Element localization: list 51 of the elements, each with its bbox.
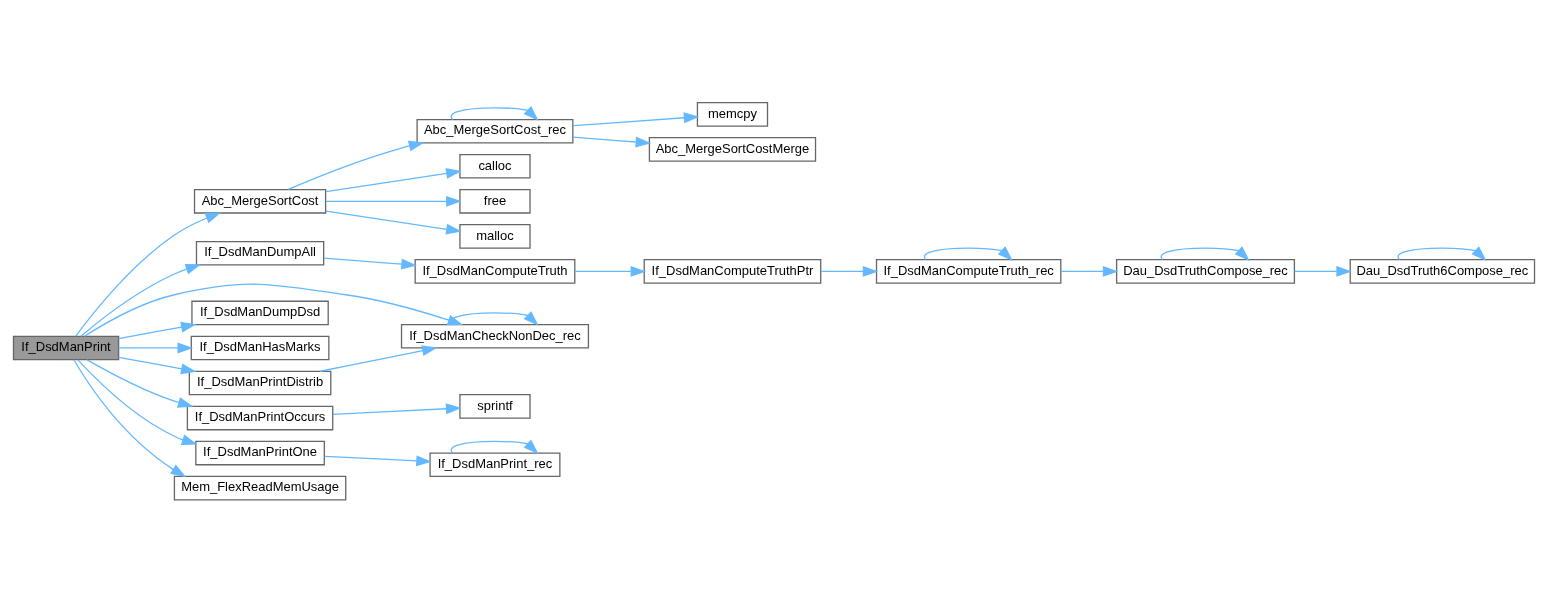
node-box: Dau_DsdTruth6Compose_rec: [1349, 258, 1536, 284]
arrow: [324, 454, 432, 466]
node-box: memcpy: [696, 101, 769, 127]
node-box: sprintf: [459, 393, 531, 419]
arrow: [319, 344, 438, 372]
node-box: malloc: [459, 223, 531, 249]
node-box: If_DsdManPrintOne: [195, 440, 325, 465]
arrow: [574, 265, 647, 277]
arrow: [325, 195, 462, 207]
arrow: [1060, 265, 1119, 277]
arrow: [450, 105, 539, 121]
node-box: If_DsdManDumpAll: [195, 240, 325, 266]
node-box: Dau_DsdTruthCompose_rec: [1115, 258, 1296, 284]
node-box: If_DsdManComputeTruthPtr: [643, 258, 822, 284]
arrow: [80, 263, 202, 337]
arrow: [1160, 245, 1250, 261]
arrow: [287, 140, 425, 190]
arrow: [73, 358, 187, 477]
node-box: If_DsdManCheckNonDec_rec: [400, 323, 590, 349]
node-box: If_DsdManPrintDistrib: [188, 370, 332, 395]
arrow: [325, 209, 462, 235]
node-box: Abc_MergeSortCost: [193, 188, 327, 214]
arrow: [325, 167, 462, 192]
arrow: [572, 111, 700, 126]
node-box: If_DsdManComputeTruth: [414, 258, 576, 284]
node-box: If_DsdManComputeTruth_rec: [875, 258, 1062, 284]
arrow: [572, 136, 652, 147]
arrow: [450, 439, 539, 454]
arrow: [77, 358, 198, 445]
node-box: If_DsdManHasMarks: [190, 335, 330, 360]
node-box: If_DsdManPrint: [12, 335, 120, 360]
node-box: Abc_MergeSortCostMerge: [648, 136, 817, 162]
arrow: [118, 321, 197, 339]
node-box: Abc_MergeSortCost_rec: [416, 118, 574, 144]
node-box: If_DsdManPrint_rec: [429, 451, 561, 477]
arrow: [323, 257, 417, 270]
arrow: [332, 402, 462, 415]
arrow: [86, 358, 194, 408]
node-box: If_DsdManPrintOccurs: [186, 405, 334, 430]
node-box: calloc: [459, 153, 531, 179]
arrow: [450, 310, 539, 326]
node-box: Mem_FlexReadMemUsage: [173, 475, 347, 500]
arrow: [820, 265, 879, 277]
arrow: [75, 211, 222, 337]
arrow: [923, 245, 1013, 261]
node-box: free: [459, 188, 531, 214]
arrow: [1397, 245, 1487, 261]
arrow: [1294, 265, 1352, 277]
node-box: If_DsdManDumpDsd: [191, 300, 329, 325]
arrow: [118, 356, 197, 374]
arrow: [118, 342, 194, 353]
